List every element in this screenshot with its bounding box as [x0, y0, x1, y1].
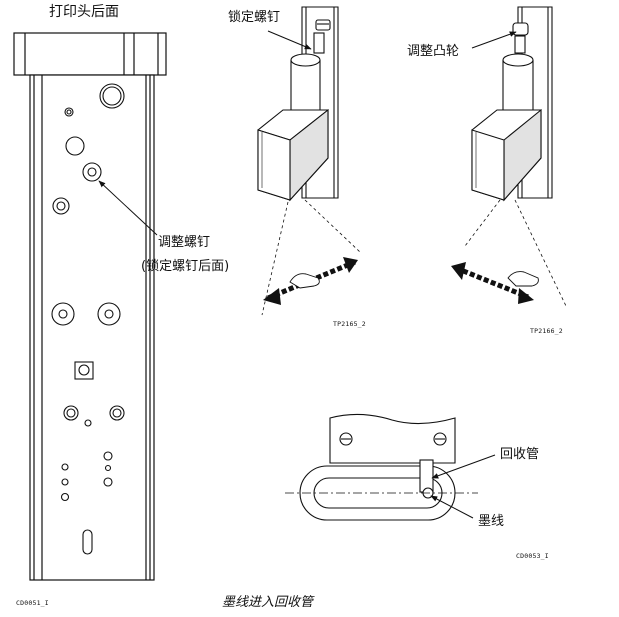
figure-code-left: CD0051_I: [16, 599, 49, 607]
beam-cone-left: [261, 199, 361, 316]
lock-screw-leader: [267, 30, 312, 50]
ink-line-leader: [430, 495, 474, 519]
adjust-cam-leader: [471, 31, 517, 49]
lock-screw-top-label: 锁定螺钉: [228, 10, 281, 25]
figure-code-bottom: CD0053_I: [516, 552, 549, 560]
adjust-cam-label: 调整凸轮: [407, 44, 460, 59]
printhead-back-label: 打印头后面: [49, 4, 119, 20]
lock-screw-back-label: (锁定螺钉后面): [141, 259, 230, 274]
adjust-screw-leader: [98, 180, 158, 236]
return-tube-assembly: [299, 413, 456, 521]
plate-holes: [51, 83, 125, 555]
rotation-arrow-left: [263, 257, 358, 305]
return-tube-leader: [431, 454, 496, 479]
return-tube-label: 回收管: [500, 447, 540, 462]
adjust-screw-label: 调整螺钉: [158, 235, 211, 250]
nozzle-assembly-left: [257, 6, 339, 202]
ink-line-label: 墨线: [478, 514, 505, 529]
nozzle-assembly-right: [471, 6, 553, 202]
printhead-back-plate: [13, 32, 167, 581]
figure-code-mid-2: TP2166_2: [530, 327, 563, 335]
figure-caption: 墨线进入回收管: [222, 595, 314, 610]
beam-cone-right: [464, 199, 567, 307]
figure-code-mid-1: TP2165_2: [333, 320, 366, 328]
rotation-arrow-right: [451, 262, 539, 304]
